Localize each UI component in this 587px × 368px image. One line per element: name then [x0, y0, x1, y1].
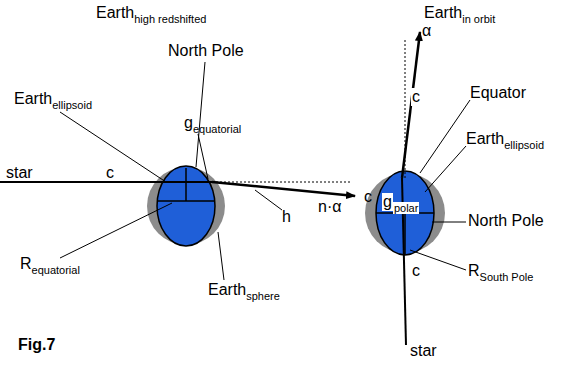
label: n·α: [318, 198, 341, 216]
label-subscript: equatorial: [193, 123, 241, 135]
label: star: [6, 164, 33, 182]
label: North Pole: [468, 212, 544, 230]
label: h: [282, 208, 291, 226]
label-subscript: South Pole: [480, 271, 534, 283]
label: c: [364, 188, 372, 206]
label: Earth: [424, 4, 462, 22]
label-subscript: polar: [393, 202, 419, 214]
label-subscript: sphere: [246, 290, 280, 302]
label: Earth: [208, 281, 246, 299]
label-subscript: in orbit: [462, 13, 495, 25]
label: R: [468, 262, 480, 280]
label: Earth: [96, 4, 134, 22]
label: Equator: [470, 84, 526, 102]
label: Earth: [466, 130, 504, 148]
label: star: [410, 342, 437, 360]
figure-number: Fig.7: [18, 336, 55, 354]
label-subscript: ellipsoid: [52, 99, 92, 111]
label: c: [106, 164, 114, 182]
earth-sphere: [147, 167, 225, 245]
label: g: [184, 114, 193, 132]
earth-ellipsoid: [376, 171, 434, 255]
label: c: [411, 262, 421, 280]
label: Earth: [14, 90, 52, 108]
label-subscript: equatorial: [32, 264, 80, 276]
label: g: [382, 193, 393, 211]
label-subscript: high redshifted: [134, 13, 206, 25]
label-subscript: ellipsoid: [504, 139, 544, 151]
label: α: [422, 22, 431, 40]
label: c: [411, 88, 421, 106]
label: R: [20, 255, 32, 273]
label: North Pole: [168, 42, 244, 60]
